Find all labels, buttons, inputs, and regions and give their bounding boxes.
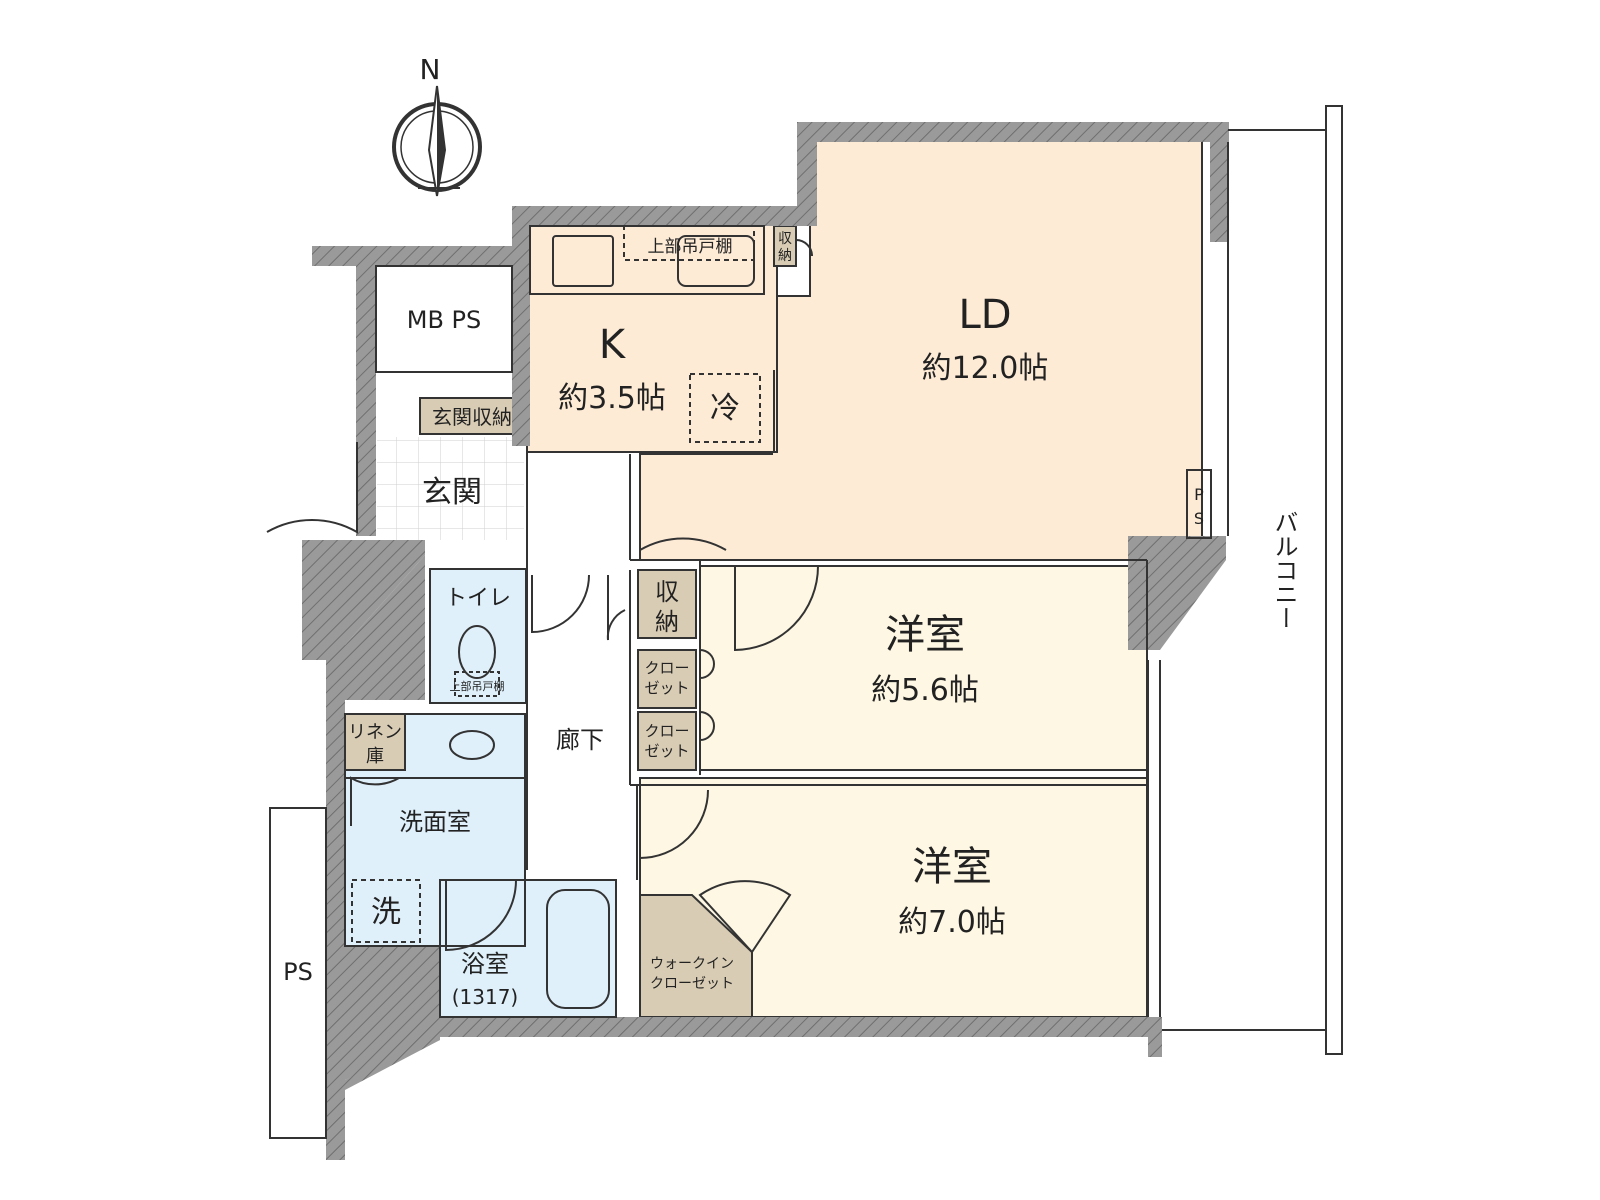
ps-ld-label-2: S xyxy=(1194,509,1204,528)
kitchen-room xyxy=(526,223,778,453)
balcony-label: バルコニー xyxy=(1270,510,1298,630)
kitchen-size: 約3.5帖 xyxy=(558,381,666,416)
toilet-door xyxy=(531,574,590,634)
western-2-door xyxy=(639,789,709,860)
bath-door xyxy=(445,879,517,952)
ld-size: 約12.0帖 xyxy=(922,351,1049,386)
western-room-1 xyxy=(699,565,1148,771)
bath-name: 浴室 xyxy=(461,950,509,978)
walk-in-label-1: ウォークイン xyxy=(650,956,734,972)
upper-shelf-label: 上部吊戸棚 xyxy=(648,237,733,257)
entrance-floor xyxy=(377,437,524,540)
doors xyxy=(266,239,819,954)
kitchen-name: K xyxy=(599,322,627,368)
toilet-shelf-label: 上部吊戸棚 xyxy=(450,679,505,693)
walk-in-door xyxy=(698,880,792,954)
hall-storage xyxy=(637,569,697,639)
mb-ps-label: MB PS xyxy=(407,306,482,334)
closet-2 xyxy=(637,711,697,771)
entrance-label: 玄関 xyxy=(422,475,482,510)
washer-label: 洗 xyxy=(371,895,401,930)
ld-room xyxy=(639,140,1203,561)
entrance-storage xyxy=(419,397,525,435)
walls xyxy=(302,122,1229,1160)
compass-icon xyxy=(392,85,482,197)
western-2-size: 約7.0帖 xyxy=(898,905,1006,940)
entrance-storage-label: 玄関収納 xyxy=(432,405,512,429)
closet-2-label-1: クロー xyxy=(644,722,689,740)
washroom-label: 洗面室 xyxy=(399,808,471,836)
hall-storage-label-2: 納 xyxy=(655,608,679,636)
kitchen-storage-door xyxy=(795,239,813,257)
north-label: N xyxy=(420,53,441,86)
western-1-name: 洋室 xyxy=(885,612,965,658)
western-1-door xyxy=(734,565,819,652)
closet-2-label-2: ゼット xyxy=(644,742,689,760)
bath-size: (1317) xyxy=(452,985,519,1009)
closet-1-label-2: ゼット xyxy=(644,679,689,697)
kitchen-storage-label-2: 納 xyxy=(778,248,792,264)
western-2-name: 洋室 xyxy=(912,844,992,890)
ld-name: LD xyxy=(958,292,1011,338)
linen-label-1: リネン xyxy=(348,722,402,743)
linen-label-2: 庫 xyxy=(366,746,384,767)
walk-in-label-2: クローゼット xyxy=(650,976,734,992)
western-1-size: 約5.6帖 xyxy=(871,673,979,708)
hall-storage-label-1: 収 xyxy=(655,578,679,606)
ps-left-label: PS xyxy=(283,958,313,986)
fridge-label: 冷 xyxy=(710,391,740,426)
linen-door xyxy=(350,776,400,826)
closet-doors xyxy=(699,649,715,741)
labels: LD 約12.0帖 K 約3.5帖 冷 上部吊戸棚 収 納 MB PS 玄関収納… xyxy=(283,231,1298,1009)
room-fills xyxy=(344,140,1203,1018)
walk-in-closet xyxy=(639,894,753,1018)
closet-1-label-1: クロー xyxy=(644,659,689,677)
balcony xyxy=(1147,105,1343,1055)
hallway-label: 廊下 xyxy=(556,726,604,754)
entry-door xyxy=(266,442,358,534)
ps-ld-label-1: P xyxy=(1194,485,1204,504)
hall-storage-door xyxy=(606,575,626,641)
toilet-label: トイレ xyxy=(445,586,511,611)
compass: N xyxy=(392,53,482,197)
closet-1 xyxy=(637,649,697,709)
kitchen-storage-label-1: 収 xyxy=(778,231,792,247)
linen-storage xyxy=(344,713,406,771)
ld-door xyxy=(639,464,727,552)
